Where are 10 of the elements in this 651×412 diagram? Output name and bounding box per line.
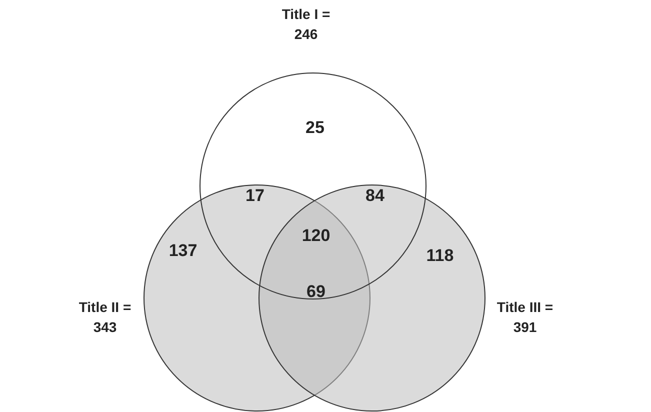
region-count: 69: [306, 282, 326, 302]
region-count: 17: [246, 186, 264, 206]
set-title: Title II = 343: [78, 298, 132, 337]
region-count: 118: [426, 246, 454, 266]
region-count: 25: [306, 118, 324, 138]
region-count: 137: [168, 241, 198, 261]
region-count: 120: [302, 226, 330, 246]
set-title: Title III = 391: [496, 298, 554, 337]
region-count: 84: [366, 186, 384, 206]
set-title: Title I = 246: [280, 5, 332, 44]
